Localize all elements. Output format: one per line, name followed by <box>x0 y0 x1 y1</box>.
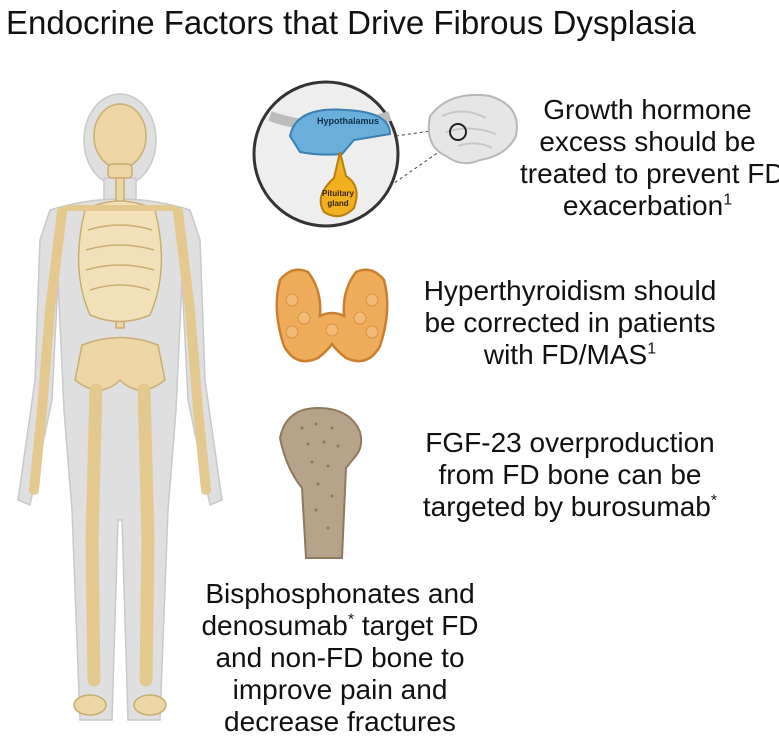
left-arm-bones <box>29 207 67 495</box>
skull <box>93 103 147 169</box>
right-leg-bones <box>137 383 155 687</box>
right-foot <box>133 694 167 716</box>
fgf23-caption: FGF-23 overproduction from FD bone can b… <box>422 427 718 522</box>
left-foot <box>73 694 107 716</box>
hyperthyroidism-caption: Hyperthyroidism should be corrected in p… <box>423 275 717 370</box>
reference-superscript: 1 <box>723 191 733 209</box>
reference-superscript: 1 <box>647 340 657 358</box>
right-arm-bones <box>173 207 211 495</box>
skeleton-bones <box>29 103 211 716</box>
figure-title: Endocrine Factors that Drive Fibrous Dys… <box>6 4 696 41</box>
left-leg-bones <box>85 383 103 687</box>
pituitary-label-line1: Pituitary <box>322 189 355 198</box>
reference-superscript: * <box>347 611 355 629</box>
bisphosphonates-caption: Bisphosphonates and denosumab* target FD… <box>201 578 479 737</box>
hypothalamus-shape <box>288 108 392 156</box>
pituitary-label-line2: gland <box>327 199 348 208</box>
hypothalamus-label: Hypothalamus <box>317 116 379 126</box>
thyroid-gland-illustration <box>275 268 389 363</box>
growth-hormone-caption: Growth hormone excess should be treated … <box>520 94 779 221</box>
reference-superscript: * <box>710 492 718 510</box>
rib-cage <box>77 200 163 323</box>
pituitary-inset: Hypothalamus Pituitary gland <box>252 80 518 228</box>
pituitary-gland-shape <box>319 151 358 218</box>
femur-bone-illustration <box>278 406 363 559</box>
skeleton-illustration <box>17 93 223 721</box>
brain-icon <box>427 93 518 165</box>
